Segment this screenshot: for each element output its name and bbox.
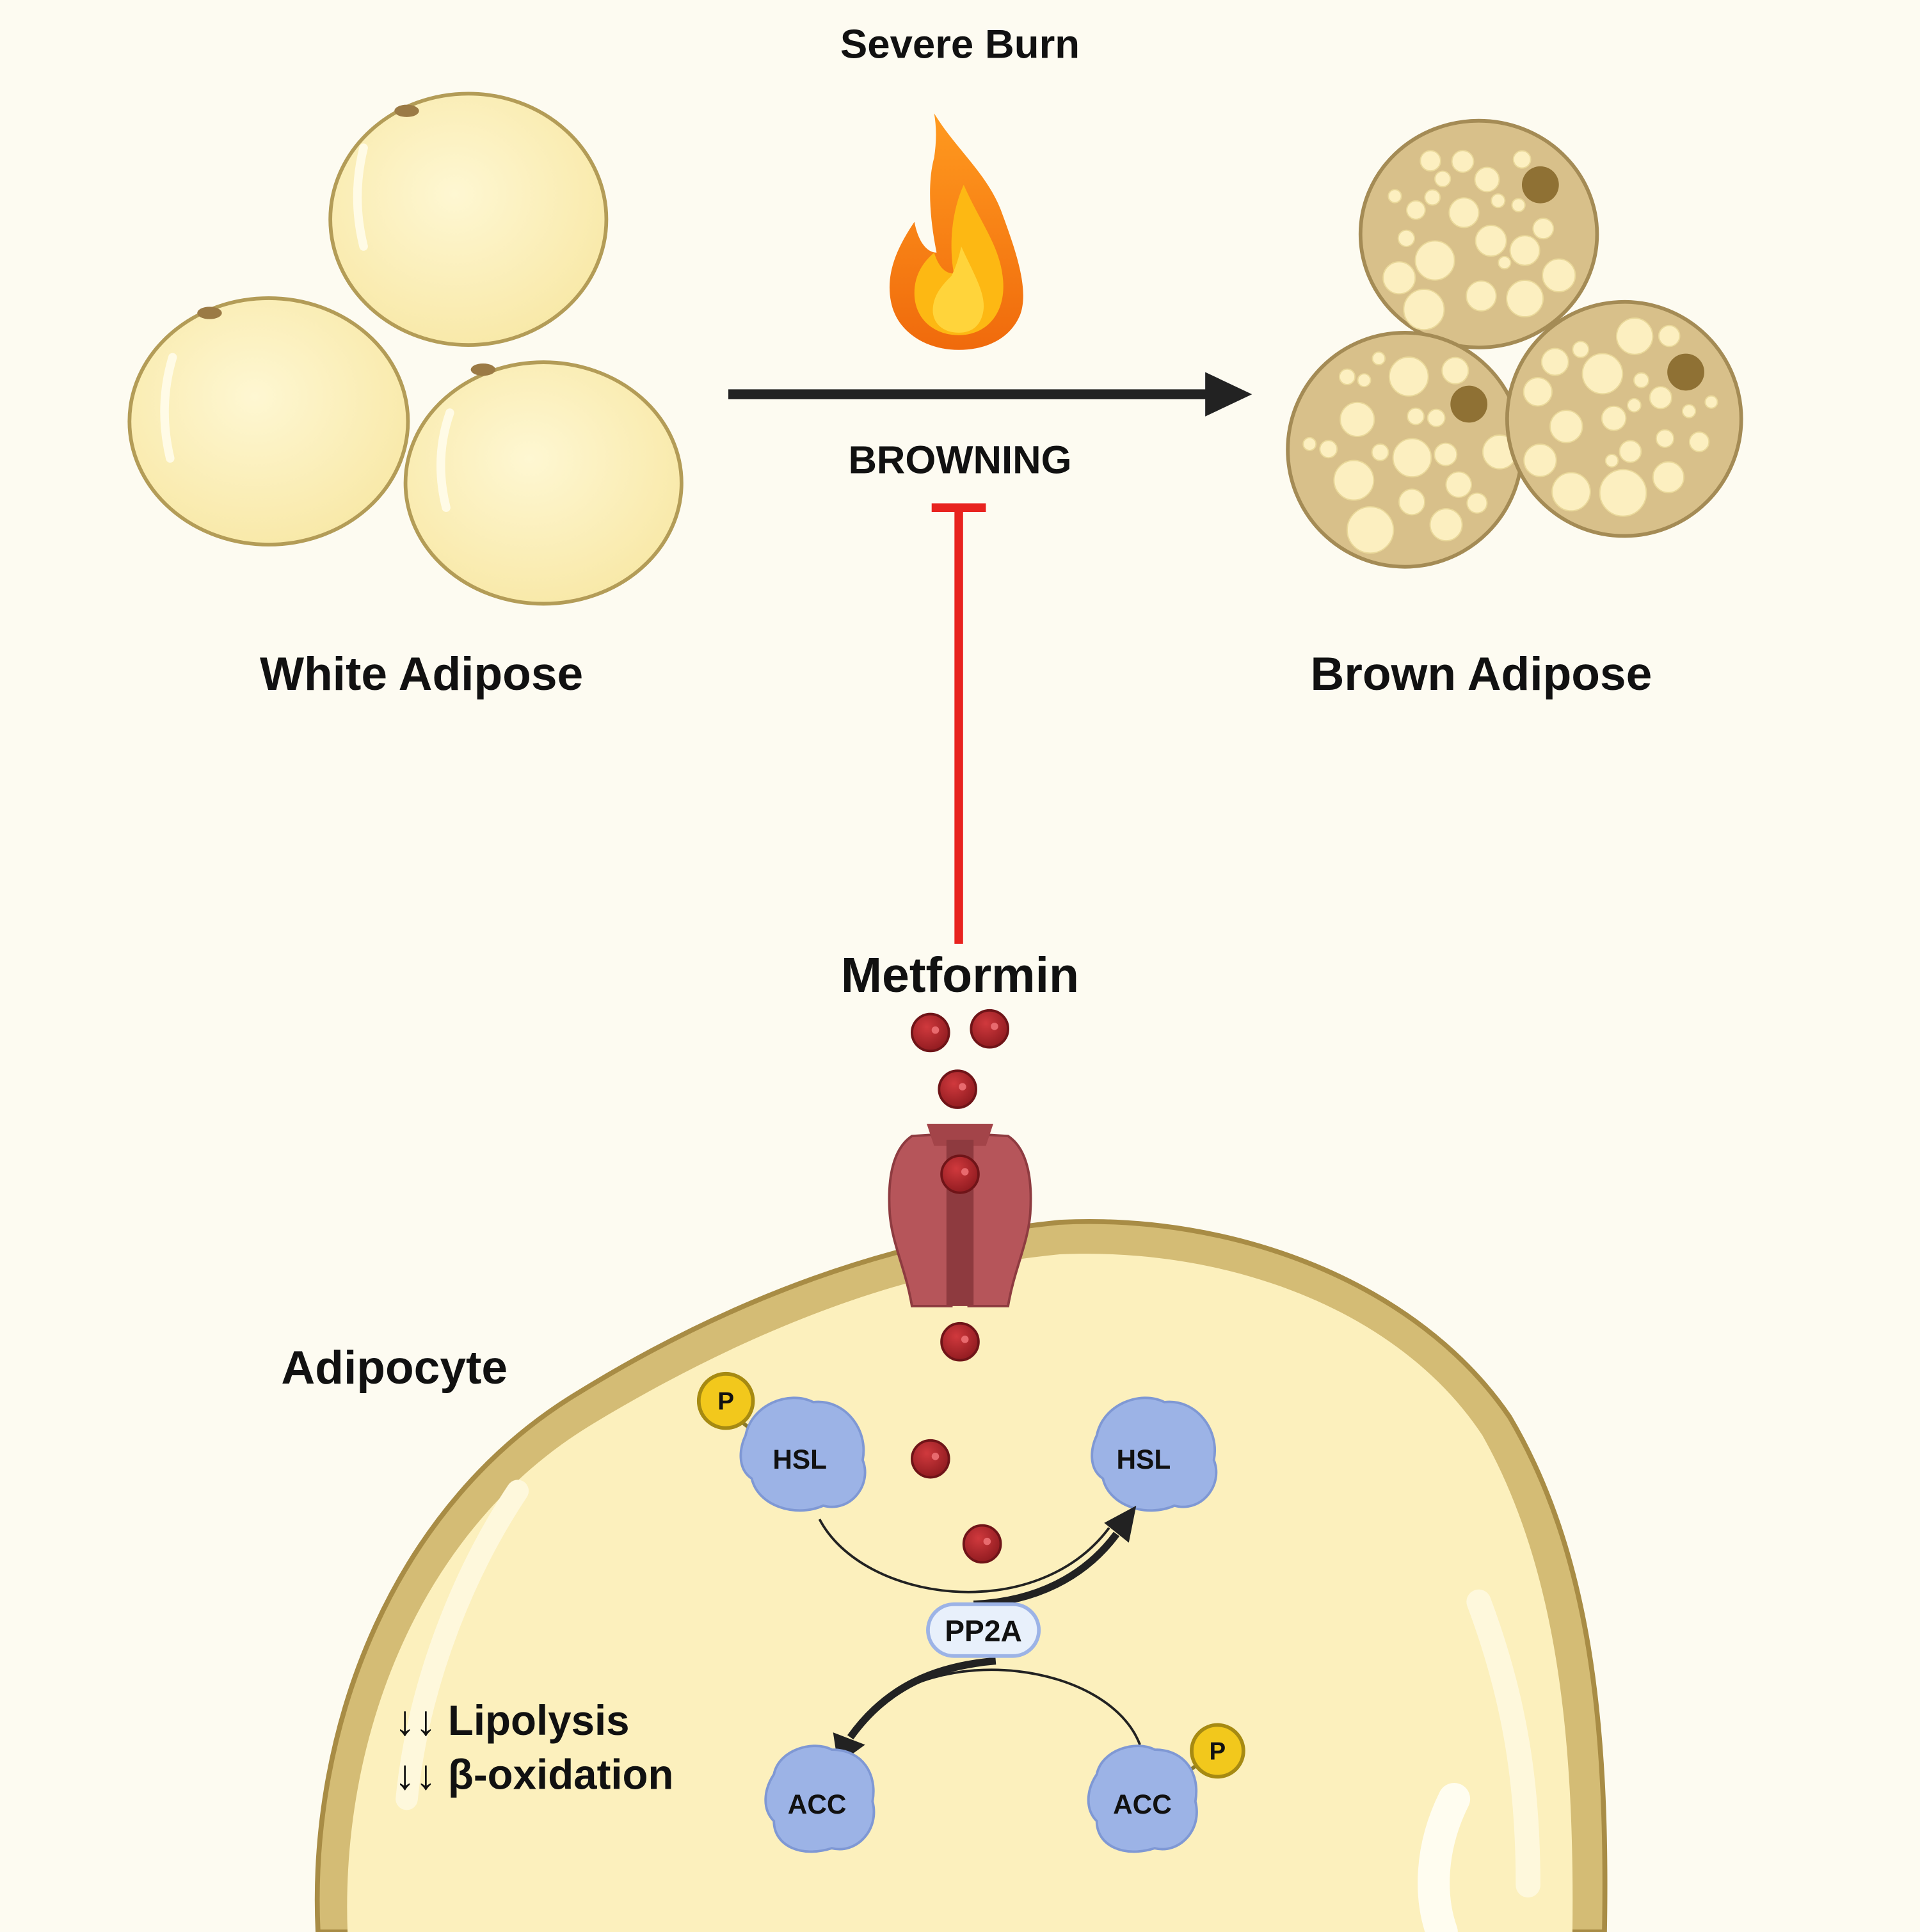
- effect-lipolysis: ↓↓ Lipolysis: [394, 1697, 629, 1744]
- metformin-molecules: [910, 1009, 1010, 1564]
- brown-adipocyte: [1358, 118, 1599, 349]
- phosphate-label: P: [1210, 1737, 1226, 1765]
- phosphate-label: P: [717, 1388, 734, 1416]
- metformin-molecule-icon: [940, 1321, 980, 1362]
- browning-arrow: [728, 372, 1252, 417]
- metformin-molecule-icon: [910, 1012, 950, 1053]
- drug-label: Metformin: [841, 948, 1079, 1003]
- acc-dephosphorylated-protein: ACC: [764, 1744, 876, 1853]
- metformin-molecule-icon: [938, 1069, 977, 1109]
- white-adipose-label: White Adipose: [260, 648, 583, 700]
- hsl-dephosphorylation-arrow: [818, 1505, 1137, 1608]
- flame-icon: [889, 113, 1023, 350]
- acc-phosphorylated-protein: P ACC: [1087, 1723, 1245, 1853]
- white-adipose-cells: [127, 92, 684, 606]
- white-adipocyte: [127, 296, 410, 547]
- acc-label: ACC: [1113, 1789, 1172, 1819]
- metformin-molecule-icon: [910, 1439, 950, 1479]
- hsl-label: HSL: [772, 1444, 827, 1474]
- white-adipocyte: [328, 92, 609, 347]
- hsl-label: HSL: [1117, 1444, 1171, 1474]
- white-adipocyte: [403, 360, 684, 606]
- pp2a-label: PP2A: [945, 1615, 1022, 1648]
- hsl-phosphorylated-protein: P HSL: [696, 1371, 867, 1512]
- pp2a-enzyme: PP2A: [926, 1602, 1041, 1658]
- hsl-dephosphorylated-protein: HSL: [1091, 1396, 1218, 1512]
- title: Severe Burn: [840, 21, 1080, 67]
- phosphate-icon: [1190, 1723, 1245, 1779]
- cell-label: Adipocyte: [281, 1341, 508, 1394]
- metformin-molecule-icon: [940, 1154, 980, 1194]
- brown-adipocyte: [1286, 330, 1524, 569]
- metformin-molecule-icon: [962, 1524, 1002, 1564]
- process-label: BROWNING: [848, 438, 1071, 482]
- metformin-molecule-icon: [970, 1009, 1010, 1049]
- brown-adipose-label: Brown Adipose: [1311, 648, 1652, 700]
- brown-adipocyte: [1505, 299, 1743, 538]
- transporter-channel-icon: [888, 1123, 1032, 1307]
- effect-beta-oxidation: ↓↓ β-oxidation: [394, 1752, 673, 1798]
- inhibition-line: [931, 503, 986, 944]
- brown-adipose-cells: [1286, 118, 1743, 569]
- phosphate-icon: [696, 1371, 755, 1430]
- acc-label: ACC: [788, 1789, 847, 1819]
